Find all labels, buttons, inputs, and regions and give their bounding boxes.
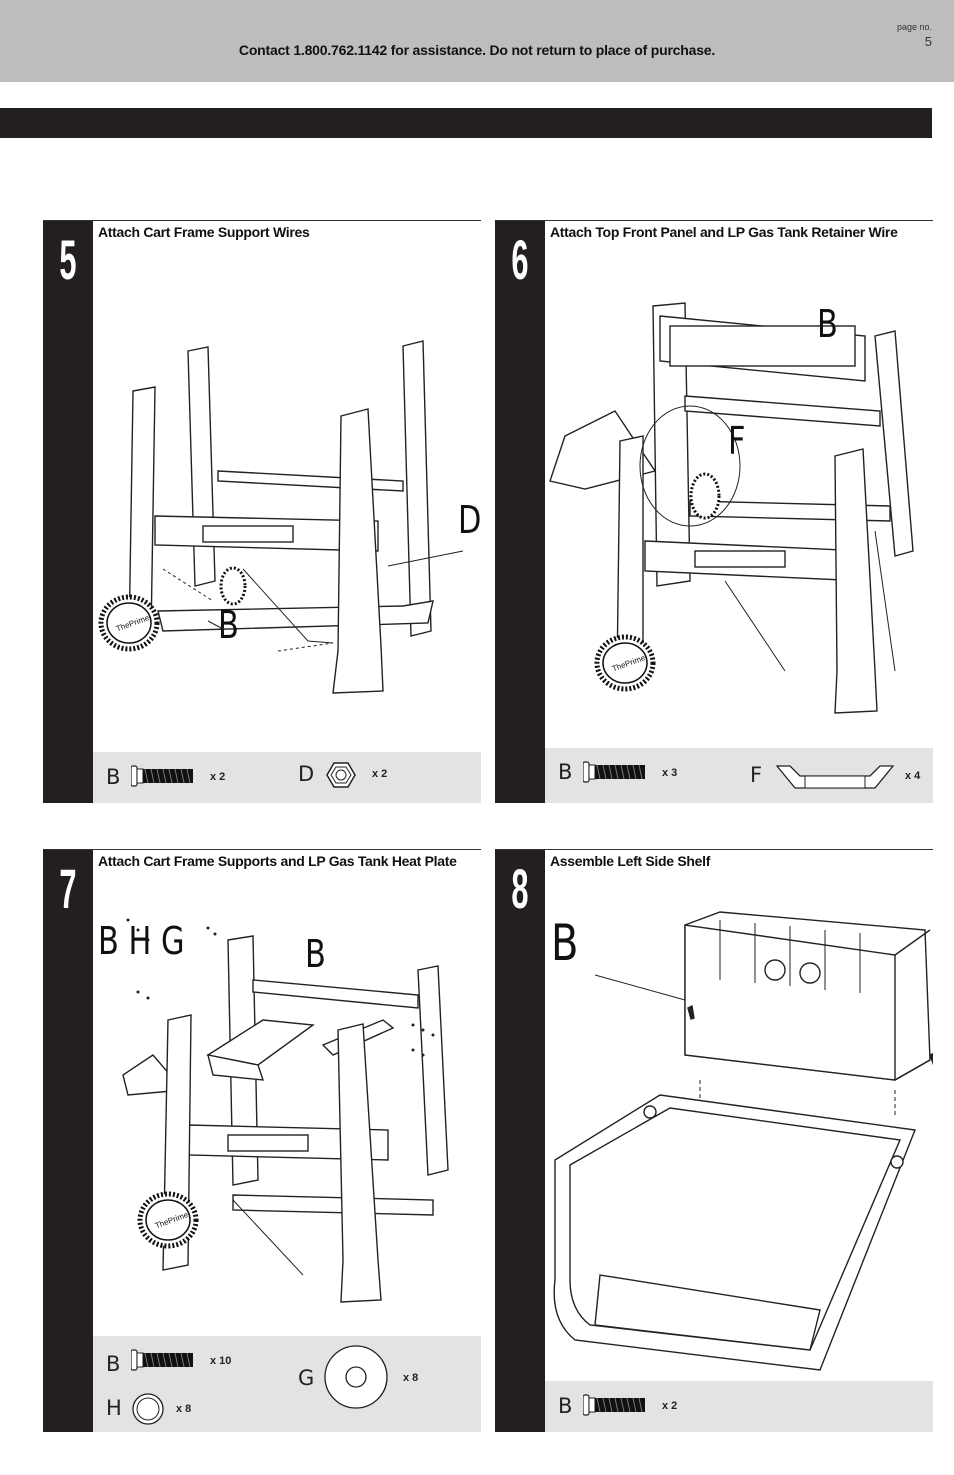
part-quantity: x 3	[662, 767, 678, 779]
step-number: 8	[511, 857, 529, 920]
step-title: Attach Top Front Panel and LP Gas Tank R…	[550, 224, 898, 240]
callout-b: B	[817, 302, 838, 346]
step-number-column: 7	[43, 850, 93, 1432]
parts-panel: B x 3 F x 4	[545, 748, 933, 803]
callout-bhg: B H G	[98, 919, 185, 963]
step-6: 6 Attach Top Front Panel and LP Gas Tank…	[495, 220, 933, 803]
step-number: 5	[59, 228, 77, 291]
page-number-label: page no.	[896, 22, 932, 32]
parts-panel: B x 2	[545, 1381, 933, 1432]
part-letter: B	[106, 765, 121, 789]
callout-b: B	[551, 914, 579, 972]
step-8: 8 Assemble Left Side Shelf B	[495, 849, 933, 1432]
nut-icon	[326, 762, 356, 788]
step-number-column: 6	[495, 221, 545, 803]
step-7: 7 Attach Cart Frame Supports and LP Gas …	[43, 849, 481, 1432]
page-header: Contact 1.800.762.1142 for assistance. D…	[0, 0, 954, 82]
part-letter: G	[298, 1366, 315, 1390]
step-number-column: 5	[43, 221, 93, 803]
bolt-icon	[131, 765, 194, 787]
step-5: 5 Attach Cart Frame Support Wires	[43, 220, 481, 803]
part-quantity: x 2	[372, 768, 388, 780]
step-title: Attach Cart Frame Supports and LP Gas Ta…	[98, 853, 457, 869]
part-quantity: x 2	[662, 1400, 678, 1412]
part-quantity: x 10	[210, 1355, 232, 1367]
part-letter: F	[750, 763, 763, 787]
step-number-column: 8	[495, 850, 545, 1432]
bolt-icon	[583, 1394, 646, 1416]
part-letter: H	[106, 1396, 122, 1420]
step-number: 6	[511, 228, 529, 291]
part-letter: B	[558, 760, 573, 784]
bolt-icon	[131, 1349, 194, 1371]
cart-frame-diagram	[93, 340, 464, 694]
part-letter: D	[298, 762, 315, 786]
part-letter: B	[106, 1352, 121, 1376]
contact-notice: Contact 1.800.762.1142 for assistance. D…	[238, 42, 716, 58]
part-quantity: x 4	[905, 770, 921, 782]
parts-panel: B x 10 G x 8 H x 8	[93, 1336, 481, 1432]
large-washer-icon	[324, 1345, 388, 1409]
part-letter: B	[558, 1394, 573, 1418]
part-quantity: x 2	[210, 771, 226, 783]
cart-frame-diagram	[549, 302, 914, 714]
small-washer-icon	[132, 1393, 164, 1425]
cart-frame-diagram	[122, 918, 449, 1303]
bolt-icon	[583, 761, 646, 783]
page-number: 5	[924, 34, 932, 49]
step-title: Assemble Left Side Shelf	[550, 853, 711, 869]
callout-f: F	[728, 419, 746, 463]
section-bar	[0, 108, 932, 138]
callout-b: B	[305, 932, 326, 976]
part-quantity: x 8	[176, 1403, 192, 1415]
part-quantity: x 8	[403, 1372, 419, 1384]
parts-panel: B x 2 D x 2	[93, 752, 481, 803]
retainer-wire-icon	[775, 765, 895, 789]
step-title: Attach Cart Frame Support Wires	[98, 224, 310, 240]
side-shelf-diagram	[553, 911, 933, 1371]
callout-d: D	[458, 498, 482, 542]
step-number: 7	[59, 857, 77, 920]
callout-b: B	[218, 603, 239, 647]
